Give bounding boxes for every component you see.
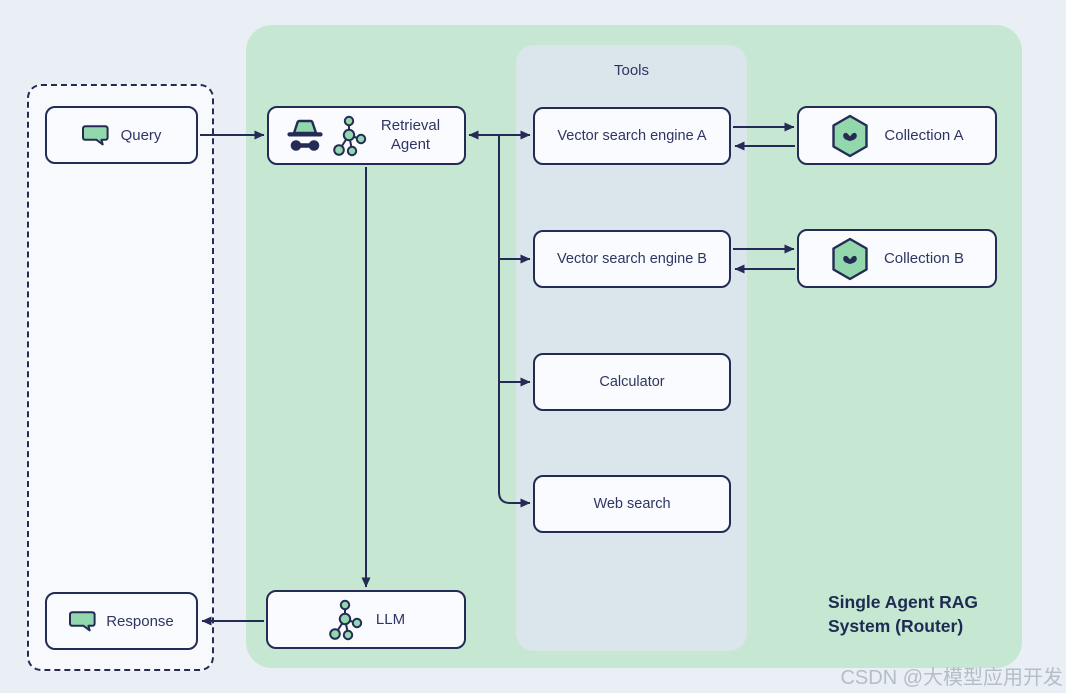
tool-label: Vector search engine A (557, 128, 707, 144)
collection-label: Collection B (883, 250, 965, 267)
collection-a-node: Collection A (797, 106, 997, 165)
collection-b-node: Collection B (797, 229, 997, 288)
chat-bubble-icon (69, 610, 96, 631)
response-label: Response (106, 612, 174, 630)
tools-panel-title: Tools (613, 62, 650, 79)
tool-label: Web search (593, 496, 671, 512)
chat-bubble-icon (81, 124, 109, 145)
tool-label: Vector search engine B (557, 251, 707, 267)
retrieval-agent-label: Retrieval Agent (380, 116, 441, 153)
tool-calculator-node: Calculator (533, 353, 731, 411)
graph-network-icon (329, 599, 363, 640)
weaviate-hexagon-icon (832, 237, 868, 280)
weaviate-hexagon-icon (832, 114, 869, 157)
llm-node: LLM (266, 590, 466, 649)
tool-vector-search-a-node: Vector search engine A (533, 107, 731, 165)
llm-label: LLM (375, 611, 406, 628)
user-lane-dashed-container (27, 84, 214, 671)
response-node: Response (45, 592, 198, 650)
tool-vector-search-b-node: Vector search engine B (533, 230, 731, 288)
retrieval-agent-node: Retrieval Agent (267, 106, 466, 165)
detective-agent-icon (286, 119, 323, 151)
tool-web-search-node: Web search (533, 475, 731, 533)
query-label: Query (120, 126, 162, 144)
query-node: Query (45, 106, 198, 164)
tool-label: Calculator (599, 374, 665, 390)
collection-label: Collection A (884, 127, 964, 144)
csdn-watermark: CSDN @大模型应用开发 (840, 667, 1063, 689)
diagram-caption: Single Agent RAG System (Router) (828, 592, 979, 636)
graph-network-icon (332, 115, 366, 156)
